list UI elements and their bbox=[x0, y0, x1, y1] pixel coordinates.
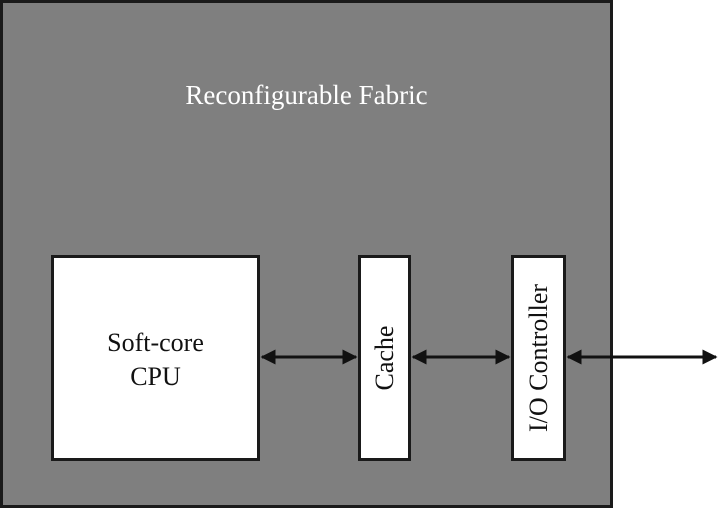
soft-core-cpu-block: Soft-core CPU bbox=[51, 255, 260, 461]
cache-block: Cache bbox=[358, 255, 411, 461]
io-controller-block: I/O Controller bbox=[511, 255, 566, 461]
io-controller-label: I/O Controller bbox=[523, 283, 553, 433]
cache-label: Cache bbox=[369, 325, 399, 391]
cpu-label: Soft-core CPU bbox=[54, 326, 257, 394]
cpu-label-line1: Soft-core bbox=[107, 328, 204, 357]
cpu-label-line2: CPU bbox=[130, 362, 181, 391]
fabric-label: Reconfigurable Fabric bbox=[185, 80, 428, 110]
